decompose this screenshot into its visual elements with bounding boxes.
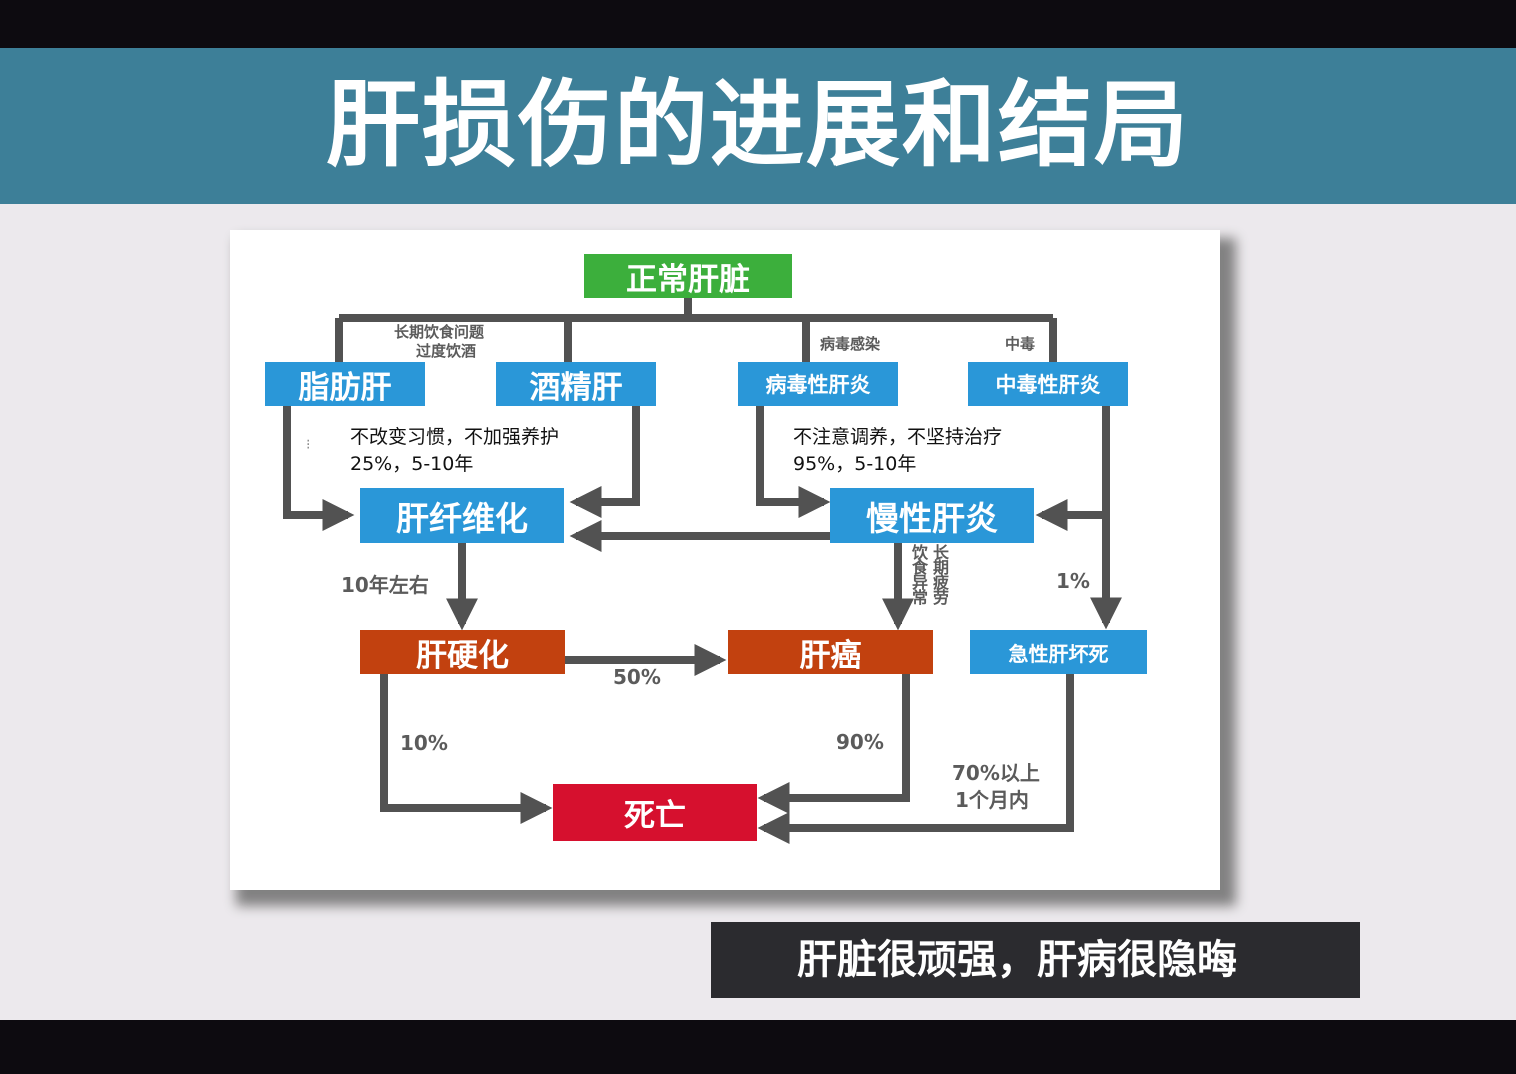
label-ninety-percent: 90% [836,730,884,754]
label-fifty-percent: 50% [613,665,661,689]
label-fatigue: 长期疲劳 [930,544,949,604]
arrow-acute-to-death [757,674,1074,844]
arrow-cancer-to-death [757,674,910,814]
arrow-toxic-to-chronic [1035,406,1110,531]
note-left-line2: 25%，5-10年 [350,453,474,475]
caption-text: 肝脏很顽强，肝病很隐晦 [797,937,1237,983]
label-ten-percent: 10% [400,731,448,755]
node-alcoholic-liver: 酒精肝 [496,362,656,406]
connector-lines [283,295,1122,844]
node-acute-necrosis: 急性肝坏死 [970,630,1147,674]
label-virus-infection: 病毒感染 [820,335,881,353]
page-title: 肝损伤的进展和结局 [325,71,1190,180]
node-fatty-liver: 脂肪肝 [265,362,425,406]
node-chronic-hepatitis: 慢性肝炎 [830,488,1034,543]
node-normal-liver: 正常肝脏 [584,254,792,298]
label-one-percent: 1% [1056,569,1090,593]
label-long-term-diet-2: 过度饮酒 [416,342,477,360]
node-viral-hepatitis: 病毒性肝炎 [738,362,898,406]
label-ten-years: 10年左右 [341,573,429,597]
node-cirrhosis: 肝硬化 [360,630,565,674]
note-left-line1: 不改变习惯，不加强养护 [350,426,560,448]
node-liver-fibrosis: 肝纤维化 [360,488,564,543]
node-liver-cancer: 肝癌 [728,630,933,674]
flowchart: 正常肝脏 脂肪肝 酒精肝 病毒性肝炎 中毒性肝炎 肝纤维化 慢性肝炎 肝硬化 肝… [230,230,1220,890]
caption-box: 肝脏很顽强，肝病很隐晦 [711,922,1360,998]
label-one-month: 1个月内 [955,788,1029,812]
note-right-line2: 95%，5-10年 [793,453,917,475]
label-poisoning: 中毒 [1005,335,1036,353]
arrow-fatty-to-fibrosis [283,406,355,531]
arrow-viral-to-chronic [756,406,831,518]
arrow-alcoholic-to-fibrosis [569,406,640,518]
node-toxic-hepatitis: 中毒性肝炎 [968,362,1128,406]
title-banner: 肝损伤的进展和结局 [0,48,1516,204]
tick-mark: ⁝ [306,437,311,453]
label-diet-abnormal: 饮食异常 [909,544,928,604]
note-right-line1: 不注意调养，不坚持治疗 [793,426,1003,448]
label-over-70: 70%以上 [952,761,1040,785]
arrow-cirrhosis-to-death [380,674,553,824]
node-death: 死亡 [553,784,757,841]
label-long-term-diet-1: 长期饮食问题 [394,323,485,341]
bottom-letterbox [0,1020,1516,1074]
